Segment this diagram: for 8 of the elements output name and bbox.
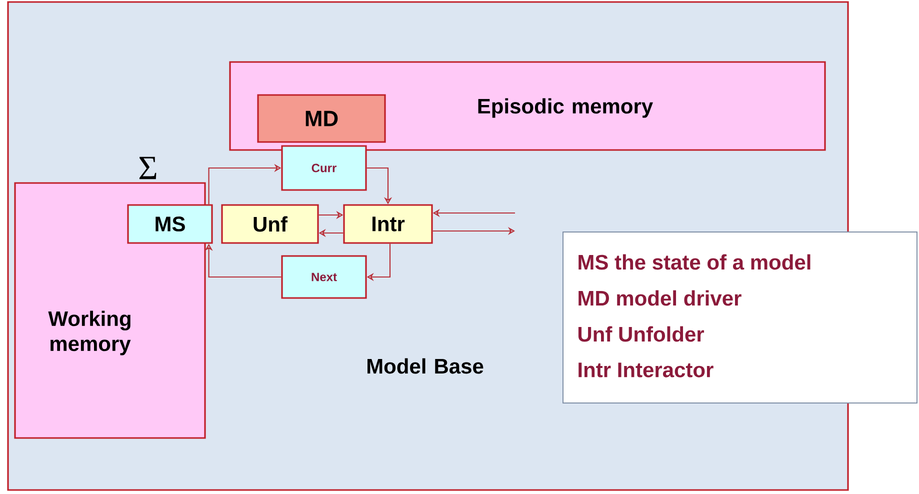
process-box: Next bbox=[281, 255, 367, 299]
process-box: Intr bbox=[343, 204, 433, 244]
process-box: MS bbox=[127, 204, 213, 244]
process-box: MD bbox=[257, 94, 386, 143]
process-box: Curr bbox=[281, 145, 367, 191]
legend-box: MS the state of a model MD model driver Unf Unfolder Intr Interactor bbox=[562, 232, 918, 404]
sum-sign: Σ bbox=[139, 156, 156, 180]
process-box: Unf bbox=[221, 204, 319, 244]
